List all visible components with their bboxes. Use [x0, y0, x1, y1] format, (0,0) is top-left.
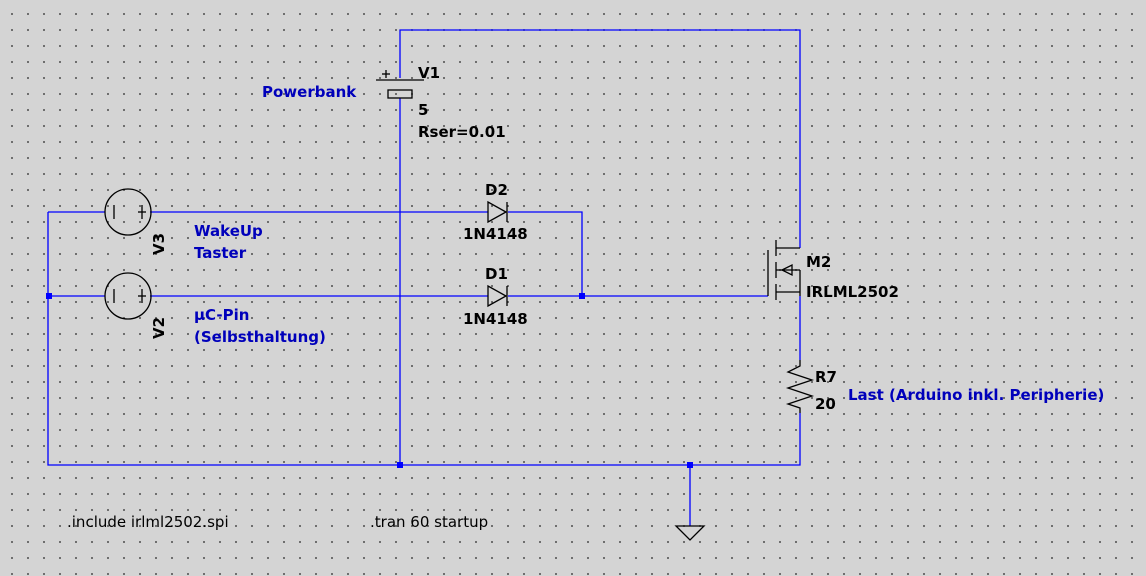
label-last: Last (Arduino inkl. Peripherie): [848, 386, 1104, 404]
label-powerbank: Powerbank: [262, 83, 357, 101]
junction-dot: [397, 462, 403, 468]
ground-symbol[interactable]: [674, 525, 706, 541]
directive-tran[interactable]: .tran 60 startup: [370, 513, 488, 531]
v3-ref: V3: [150, 233, 168, 255]
r7-ref: R7: [815, 368, 837, 386]
d1-ref: D1: [485, 265, 508, 283]
wire-top-loop[interactable]: [399, 29, 801, 248]
junctions: [46, 293, 693, 468]
voltage-source-v2[interactable]: [104, 272, 152, 320]
diode-d1[interactable]: [487, 284, 508, 308]
battery-v1[interactable]: [376, 70, 424, 99]
label-uc-pin: µC-Pin: [194, 306, 249, 324]
d2-model: 1N4148: [463, 225, 528, 243]
d1-model: 1N4148: [463, 310, 528, 328]
wires: [47, 29, 801, 526]
v1-value: 5: [418, 101, 428, 119]
voltage-source-v3[interactable]: [104, 188, 152, 236]
directive-include[interactable]: .include irlml2502.spi: [67, 513, 229, 531]
v1-rser: Rser=0.01: [418, 123, 506, 141]
d2-ref: D2: [485, 181, 508, 199]
r7-value: 20: [815, 395, 836, 413]
v2-ref: V2: [150, 317, 168, 339]
label-wakeup: WakeUp: [194, 222, 263, 240]
label-selbsthaltung: (Selbsthaltung): [194, 328, 326, 346]
diode-d2[interactable]: [487, 200, 508, 224]
junction-dot: [46, 293, 52, 299]
junction-dot: [687, 462, 693, 468]
m2-ref: M2: [806, 253, 831, 271]
wire-d2-to-junction[interactable]: [508, 211, 583, 296]
label-taster: Taster: [194, 244, 247, 262]
junction-dot: [579, 293, 585, 299]
m2-model: IRLML2502: [806, 283, 899, 301]
mosfet-m2[interactable]: [767, 240, 801, 300]
v1-ref: V1: [418, 64, 440, 82]
wire-ground-bus[interactable]: [47, 212, 801, 466]
resistor-r7[interactable]: [785, 360, 815, 413]
